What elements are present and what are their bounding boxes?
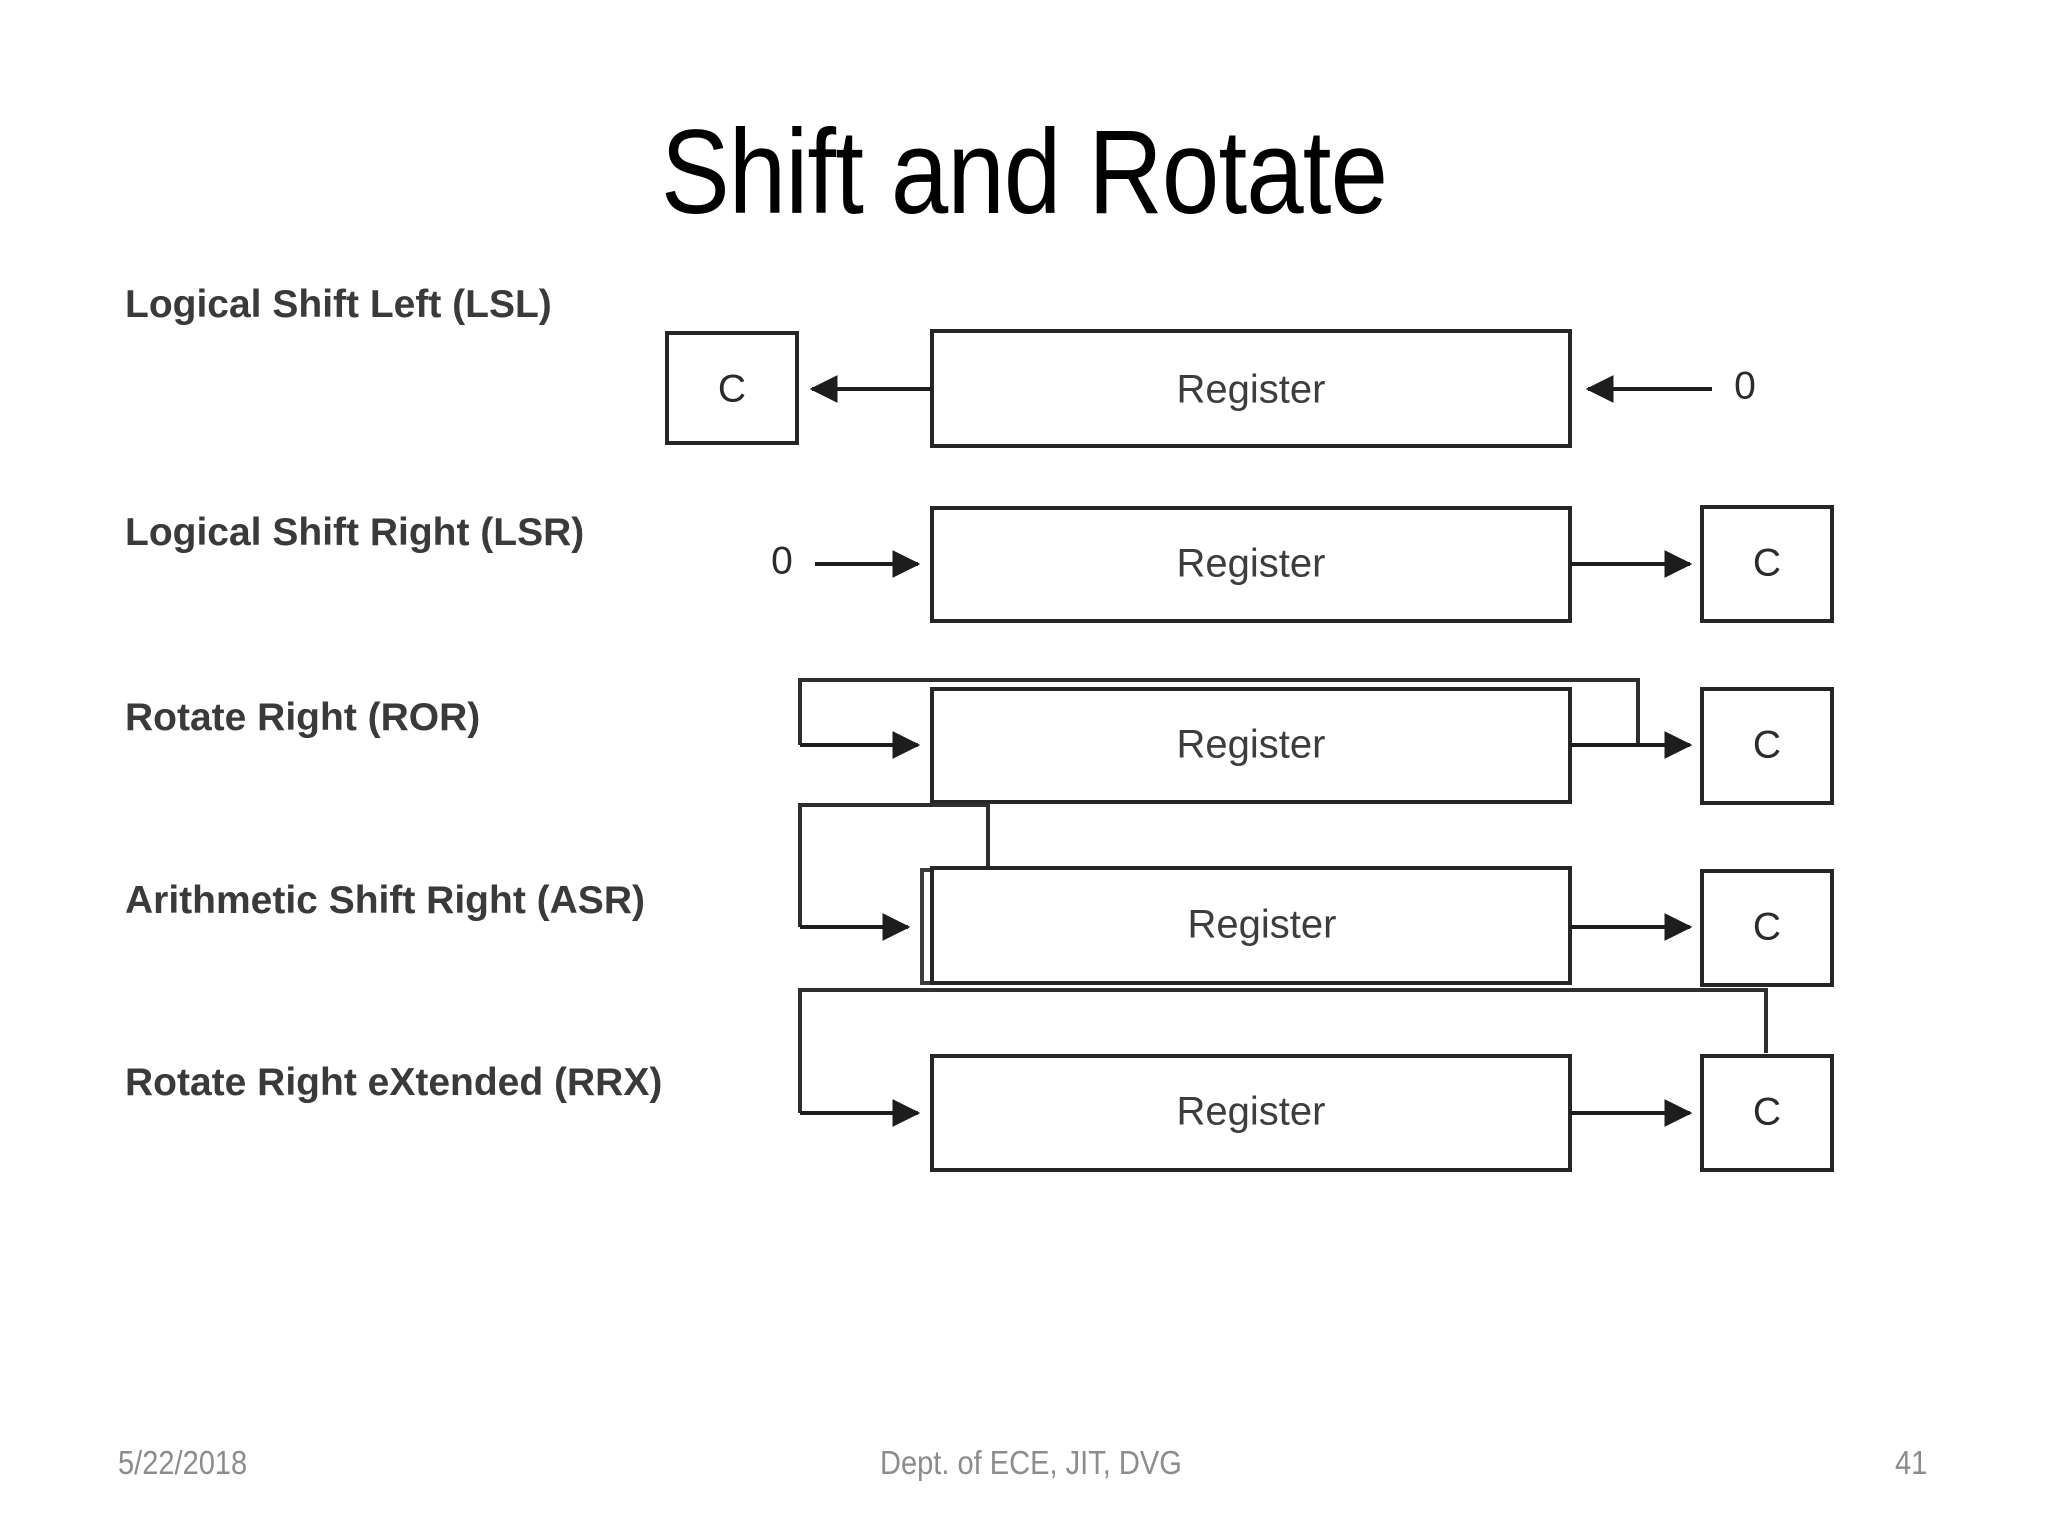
carry-box-rrx	[1700, 1054, 1834, 1172]
footer-department: Dept. of ECE, JIT, DVG	[880, 1444, 1182, 1481]
register-box-lsl	[930, 329, 1572, 448]
carry-box-label-lsl: C	[718, 367, 746, 410]
feedback-loop-asr	[798, 803, 990, 927]
register-box-rrx	[930, 1054, 1572, 1172]
carry-box-lsr	[1700, 505, 1834, 623]
shift-rotate-diagram: Logical Shift Left (LSL) C Register 0 Lo…	[0, 255, 2048, 1415]
input-bit-lsl: 0	[1734, 364, 1756, 407]
row-label-lsr: Logical Shift Right (LSR)	[125, 511, 584, 554]
diagram-row-ror: Rotate Right (ROR) Register C	[125, 678, 1834, 805]
register-box-label-lsr: Register	[1177, 542, 1326, 586]
feedback-loop-ror	[798, 678, 1640, 745]
register-box-ror	[930, 687, 1572, 804]
register-box-label-ror: Register	[1177, 723, 1326, 767]
row-label-rrx: Rotate Right eXtended (RRX)	[125, 1061, 662, 1104]
carry-box-lsl	[665, 331, 799, 445]
footer-page-number: 41	[1895, 1444, 1928, 1481]
register-box-asr	[930, 866, 1572, 985]
diagram-row-lsr: Logical Shift Right (LSR) 0 Register C	[125, 505, 1834, 623]
register-box-label-rrx: Register	[1177, 1090, 1326, 1134]
feedback-loop-rrx	[798, 988, 1768, 1113]
slide-footer: 5/22/2018 Dept. of ECE, JIT, DVG 41	[0, 1444, 2048, 1504]
register-box-lsr	[930, 506, 1572, 623]
register-box-label-asr: Register	[1188, 903, 1337, 947]
row-label-ror: Rotate Right (ROR)	[125, 696, 480, 739]
input-bit-lsr: 0	[771, 539, 793, 582]
carry-box-label-rrx: C	[1753, 1090, 1781, 1133]
register-box-label-lsl: Register	[1177, 368, 1326, 412]
diagram-row-asr: Arithmetic Shift Right (ASR) Register C	[125, 803, 1834, 987]
diagram-row-lsl: Logical Shift Left (LSL) C Register 0	[125, 283, 1756, 448]
carry-box-asr	[1700, 869, 1834, 987]
row-label-asr: Arithmetic Shift Right (ASR)	[125, 879, 645, 922]
footer-date: 5/22/2018	[118, 1444, 248, 1481]
carry-box-label-ror: C	[1753, 723, 1781, 766]
carry-box-label-lsr: C	[1753, 541, 1781, 584]
carry-box-ror	[1700, 687, 1834, 805]
row-label-lsl: Logical Shift Left (LSL)	[125, 283, 552, 326]
page-title: Shift and Rotate	[660, 105, 1388, 239]
diagram-row-rrx: Rotate Right eXtended (RRX) Register C	[125, 988, 1834, 1172]
carry-box-label-asr: C	[1753, 905, 1781, 948]
